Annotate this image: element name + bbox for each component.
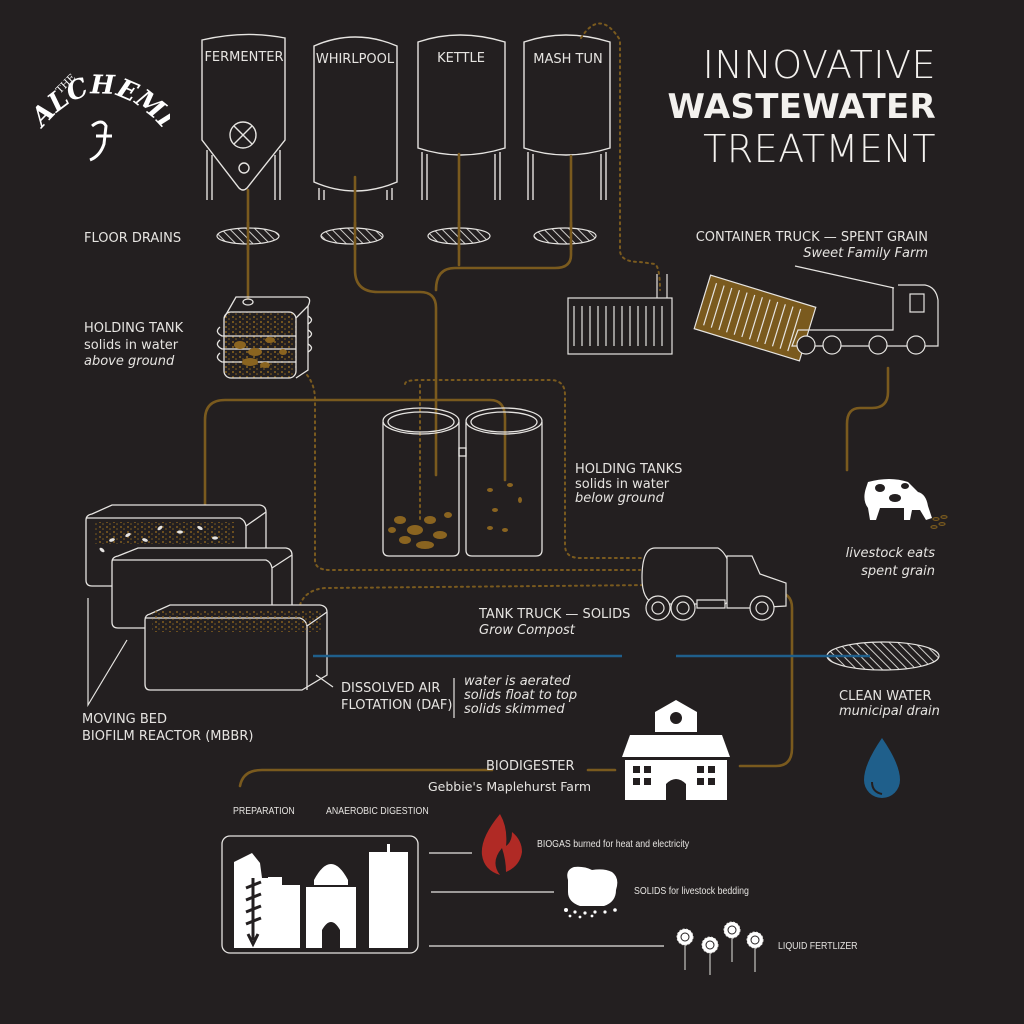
farmhouse-icon: [622, 700, 730, 800]
tank-truck: [641, 547, 787, 621]
holding-tank-line3: above ground: [84, 354, 175, 369]
holding-tanks-line3: below ground: [575, 491, 664, 506]
daf-note-2: solids float to top: [464, 688, 578, 703]
container-truck-subtitle: Sweet Family Farm: [803, 246, 928, 261]
biodigester-title: BIODIGESTER: [486, 759, 575, 774]
livestock-line2: spent grain: [861, 564, 935, 579]
daf-note-3: solids skimmed: [464, 702, 565, 717]
digester-plant-icon: [221, 835, 419, 954]
mbbr-line2: BIOFILM REACTOR (MBBR): [82, 729, 254, 744]
clean-water-subtitle: municipal drain: [839, 704, 940, 719]
whirlpool-vessel: [313, 36, 398, 200]
floor-drains-label: FLOOR DRAINS: [84, 231, 182, 246]
biodigester-subtitle: Gebbie's Maplehurst Farm: [428, 779, 592, 794]
fermenter-label: FERMENTER: [204, 50, 284, 65]
stage-anaerobic-label: ANAEROBIC DIGESTION: [326, 806, 429, 817]
livestock-line1: livestock eats: [845, 546, 935, 561]
output-solids-label: SOLIDS for livestock bedding: [634, 886, 749, 897]
alchemist-logo: ALCHEMIST THE: [30, 56, 170, 162]
container-truck: [693, 265, 939, 362]
container-truck-title: CONTAINER TRUCK — SPENT GRAIN: [695, 230, 928, 245]
daf-line2: FLOTATION (DAF): [341, 698, 453, 713]
mash-tun-label: MASH TUN: [533, 52, 603, 67]
holding-tanks-title: HOLDING TANKS: [575, 462, 683, 477]
bedding-icon: [564, 866, 618, 919]
kettle-label: KETTLE: [437, 51, 485, 66]
holding-tanks-line2: solids in water: [575, 477, 670, 492]
title-line-3: TREATMENT: [703, 127, 936, 171]
fermenter-vessel: [201, 33, 286, 200]
page-title: INNOVATIVE WASTEWATER TREATMENT: [668, 44, 936, 170]
flame-icon: [481, 814, 522, 875]
output-biogas-label: BIOGAS burned for heat and electricity: [537, 839, 690, 850]
spent-grain-container: [567, 274, 673, 355]
whirlpool-label: WHIRLPOOL: [315, 52, 395, 67]
holding-tank-line2: solids in water: [84, 338, 179, 353]
mash-tun-vessel: [523, 34, 611, 200]
title-line-1: INNOVATIVE: [702, 43, 936, 87]
cow-icon: [864, 479, 932, 520]
stage-preparation-label: PREPARATION: [233, 806, 295, 817]
holding-tank-above: [216, 296, 313, 379]
title-line-2: WASTEWATER: [667, 87, 936, 127]
tank-truck-subtitle: Grow Compost: [479, 623, 575, 638]
floor-drains: [216, 227, 940, 671]
flowers-icon: [676, 921, 764, 975]
holding-tanks-below: [382, 407, 543, 557]
kettle-vessel: [417, 34, 506, 200]
tank-truck-title: TANK TRUCK — SOLIDS: [479, 607, 631, 622]
holding-tank-title: HOLDING TANK: [84, 321, 184, 336]
clean-water-title: CLEAN WATER: [839, 689, 932, 704]
daf-note-1: water is aerated: [464, 674, 571, 689]
output-fertilizer-label: LIQUID FERTLIZER: [778, 941, 858, 952]
water-drop-icon: [864, 738, 900, 798]
daf-line1: DISSOLVED AIR: [341, 681, 441, 696]
mbbr-line1: MOVING BED: [82, 712, 168, 727]
